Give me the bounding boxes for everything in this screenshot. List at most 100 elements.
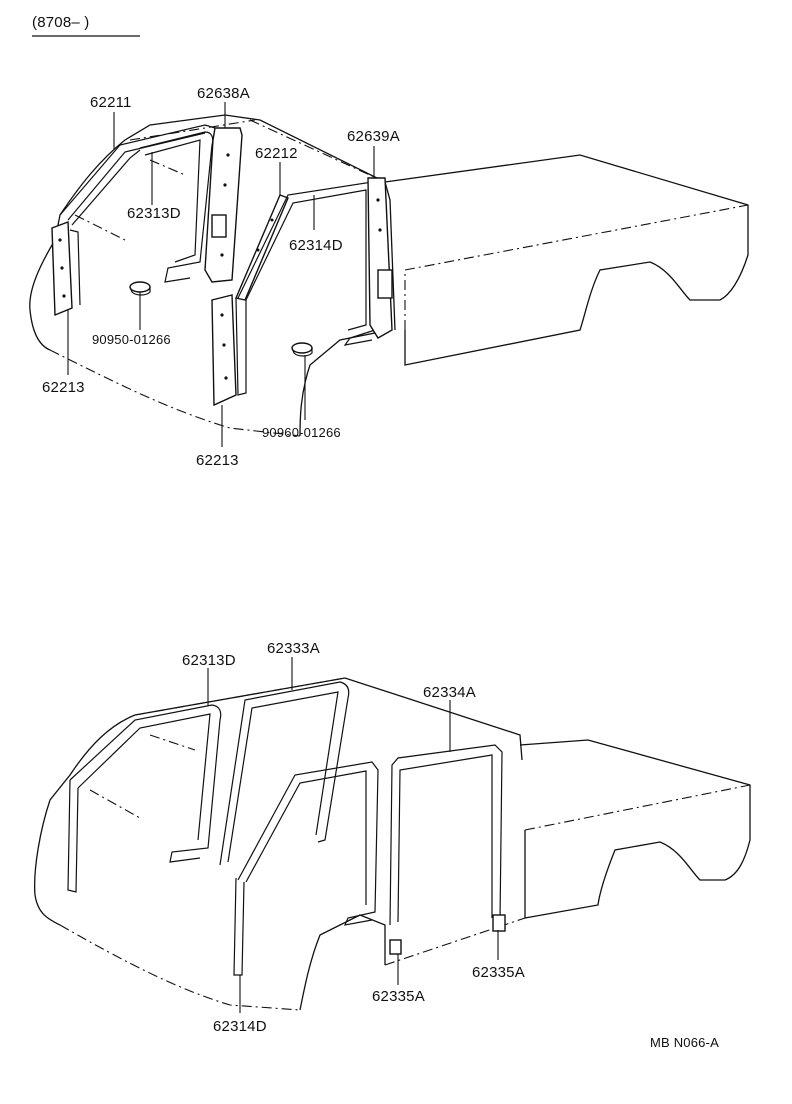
lower-view: 62313D 62333A 62334A 62335A 62335A 62314… — [34, 640, 751, 1035]
lower-front-bumper — [34, 894, 61, 926]
label-62213-left: 62213 — [42, 379, 85, 396]
upper-62213-left-hole-3 — [62, 294, 66, 298]
upper-62638a-hole-2 — [223, 183, 227, 187]
upper-roof-line — [129, 119, 256, 141]
lower-windshield-rear — [149, 734, 196, 751]
lower-roof-line — [134, 677, 346, 716]
lower-truck-bed — [384, 739, 751, 966]
upper-62211-strip-inner2 — [71, 149, 141, 226]
upper-62213-center-hole-3 — [224, 376, 228, 380]
drawing-code: MB N066-A — [650, 1035, 719, 1050]
upper-62213-center-panel — [211, 294, 237, 407]
upper-part-62314d — [235, 181, 379, 396]
upper-62213-left-edge — [69, 229, 81, 306]
upper-truck-bed — [384, 154, 749, 366]
lower-cab-outline — [34, 677, 523, 1011]
label-62313d-upper: 62313D — [127, 205, 181, 222]
lower-62314d-inner — [245, 770, 367, 905]
upper-bed-box — [384, 154, 749, 366]
label-62212: 62212 — [255, 145, 298, 162]
upper-cab-outline — [29, 114, 396, 437]
upper-lower-sill — [49, 349, 301, 437]
lower-62313d-inner — [77, 713, 211, 841]
lower-62334a-outer — [389, 744, 503, 926]
upper-62213-left-hole-1 — [58, 238, 62, 242]
upper-62638a-pillar — [204, 127, 243, 283]
range-code-text: (8708– ) — [32, 14, 89, 31]
upper-part-62639a — [367, 177, 393, 339]
upper-view: 62211 62638A 62212 62639A 62313D 62314D … — [29, 85, 749, 469]
upper-62639a-hole-1 — [376, 198, 380, 202]
upper-grommet-90960-side — [291, 347, 313, 357]
label-62314d-upper: 62314D — [289, 237, 343, 254]
upper-grommet-90960 — [291, 342, 313, 357]
upper-grommet-90960-top — [291, 342, 313, 354]
lower-62314d-lower-leg — [233, 877, 245, 976]
upper-part-62638a — [204, 127, 243, 283]
upper-62638a-hole-1 — [226, 153, 230, 157]
lower-part-62333a — [219, 681, 350, 866]
label-lower-62335a-center: 62335A — [372, 988, 425, 1005]
upper-62639a-pillar — [367, 177, 393, 339]
lower-windshield-lower — [89, 789, 141, 819]
upper-62212-hole-2 — [256, 248, 260, 252]
upper-62314d-inner — [245, 189, 367, 331]
label-62638a: 62638A — [197, 85, 250, 102]
upper-62314d-lower-leg — [235, 297, 247, 396]
range-code: (8708– ) — [32, 14, 140, 37]
lower-part-62334a — [389, 744, 503, 926]
label-62639a: 62639A — [347, 128, 400, 145]
upper-grommet-90950-top — [129, 281, 151, 293]
upper-62213-left-hole-2 — [60, 266, 64, 270]
lower-62335a-center-clip — [389, 939, 402, 955]
upper-62639a-hole-2 — [378, 228, 382, 232]
lower-part-62335a-right — [492, 914, 506, 932]
upper-grommet-90950-side — [129, 286, 151, 296]
upper-62639a-latch — [377, 269, 393, 299]
upper-62213-center-hole-1 — [220, 313, 224, 317]
label-lower-62314d: 62314D — [213, 1018, 267, 1035]
upper-62213-center-hole-2 — [222, 343, 226, 347]
lower-62335a-right-clip — [492, 914, 506, 932]
lower-part-62314d — [233, 761, 379, 976]
upper-62638a-hole-3 — [220, 253, 224, 257]
lower-part-62335a-center — [389, 939, 402, 955]
lower-part-62313d — [67, 704, 222, 893]
upper-rear-wheel-arch — [299, 329, 391, 437]
upper-62212-hole-1 — [270, 218, 274, 222]
label-lower-62313d: 62313D — [182, 652, 236, 669]
upper-cab-shell — [29, 114, 396, 331]
lower-62313d-front-leg — [67, 779, 79, 893]
upper-bed-rail — [404, 204, 749, 271]
lower-cab-shell — [34, 677, 523, 896]
upper-62211-strip-outer — [59, 124, 216, 216]
upper-62211-strip-inner — [67, 132, 206, 221]
upper-windshield-lower — [74, 214, 126, 241]
lower-62333a-outer — [219, 681, 350, 866]
upper-part-62213-center — [211, 294, 237, 407]
upper-62638a-latch — [211, 214, 227, 238]
upper-roof-side — [249, 119, 386, 183]
label-lower-62334a: 62334A — [423, 684, 476, 701]
upper-part-62213-left — [51, 221, 81, 317]
upper-part-62211 — [59, 124, 216, 226]
lower-sill — [59, 924, 301, 1011]
upper-62313d-inner — [144, 139, 201, 263]
lower-leaders — [207, 657, 499, 1013]
lower-bed-box — [519, 739, 751, 919]
lower-62334a-inner — [397, 754, 493, 923]
label-lower-62333a: 62333A — [267, 640, 320, 657]
label-90960: 90960-01266 — [262, 425, 341, 440]
label-62211: 62211 — [90, 94, 132, 111]
upper-front-bumper — [29, 309, 51, 351]
upper-windshield-rear — [149, 159, 186, 176]
label-90950: 90950-01266 — [92, 332, 171, 347]
label-62213-center: 62213 — [196, 452, 239, 469]
lower-62314d-outer — [237, 761, 379, 926]
lower-bed-rail — [524, 784, 751, 831]
lower-62333a-inner — [227, 691, 339, 863]
label-lower-62335a-right: 62335A — [472, 964, 525, 981]
upper-leaders — [67, 102, 375, 447]
lower-62313d-outer — [69, 704, 222, 863]
